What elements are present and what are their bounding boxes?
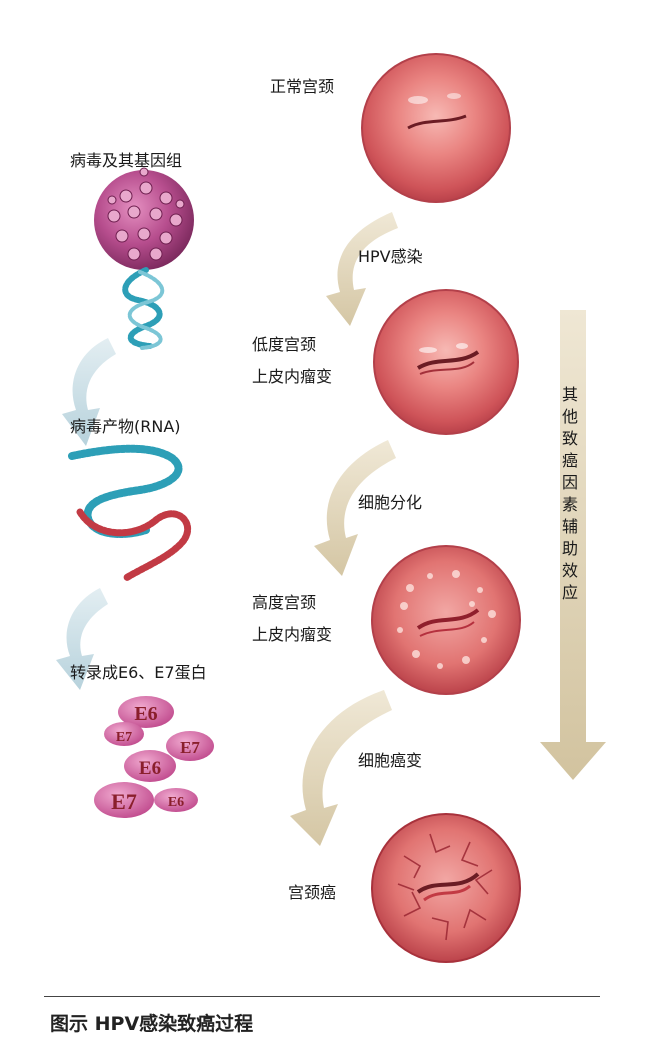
cervix-normal bbox=[361, 53, 511, 203]
left-arrow-1 bbox=[62, 338, 116, 446]
label-virus-genome: 病毒及其基因组 bbox=[70, 151, 183, 170]
label-high-grade-2: 上皮内瘤变 bbox=[252, 625, 333, 644]
virus-genome-helix bbox=[122, 267, 165, 350]
cervix-cancer bbox=[371, 813, 521, 963]
label-low-grade-2: 上皮内瘤变 bbox=[252, 367, 333, 386]
label-cell-cancerization: 细胞癌变 bbox=[358, 751, 423, 770]
left-arrow-2 bbox=[56, 588, 108, 690]
label-cell-differentiation: 细胞分化 bbox=[358, 493, 423, 512]
protein-label-4: E6 bbox=[139, 758, 161, 779]
label-hpv-infection: HPV感染 bbox=[358, 247, 423, 266]
rna-strands bbox=[68, 444, 192, 582]
label-cervical-cancer: 宫颈癌 bbox=[288, 883, 337, 902]
curved-arrow-2 bbox=[314, 440, 396, 576]
curved-arrow-1 bbox=[326, 212, 398, 326]
label-normal-cervix: 正常宫颈 bbox=[270, 77, 335, 96]
label-high-grade-1: 高度宫颈 bbox=[252, 593, 317, 612]
caption-divider bbox=[44, 996, 600, 997]
protein-label-3: E7 bbox=[180, 738, 200, 757]
cervix-low-grade bbox=[373, 289, 519, 435]
protein-blobs: E6 E7 E7 E6 E7 E6 bbox=[94, 696, 214, 818]
protein-label-6: E6 bbox=[168, 795, 184, 810]
figure-caption: 图示 HPV感染致癌过程 bbox=[50, 1013, 254, 1035]
label-other-factors: 其他致癌因素辅助效应 bbox=[561, 385, 578, 602]
cervix-high-grade bbox=[371, 545, 521, 695]
virus-particle bbox=[94, 167, 194, 270]
curved-arrow-3 bbox=[290, 690, 392, 846]
label-e6-e7-proteins: 转录成E6、E7蛋白 bbox=[70, 663, 207, 682]
protein-label-2: E7 bbox=[116, 730, 132, 745]
protein-label-5: E7 bbox=[111, 789, 137, 814]
protein-label-1: E6 bbox=[134, 703, 157, 725]
label-viral-rna: 病毒产物(RNA) bbox=[70, 417, 181, 436]
long-down-arrow bbox=[540, 310, 606, 780]
label-low-grade-1: 低度宫颈 bbox=[252, 335, 317, 354]
